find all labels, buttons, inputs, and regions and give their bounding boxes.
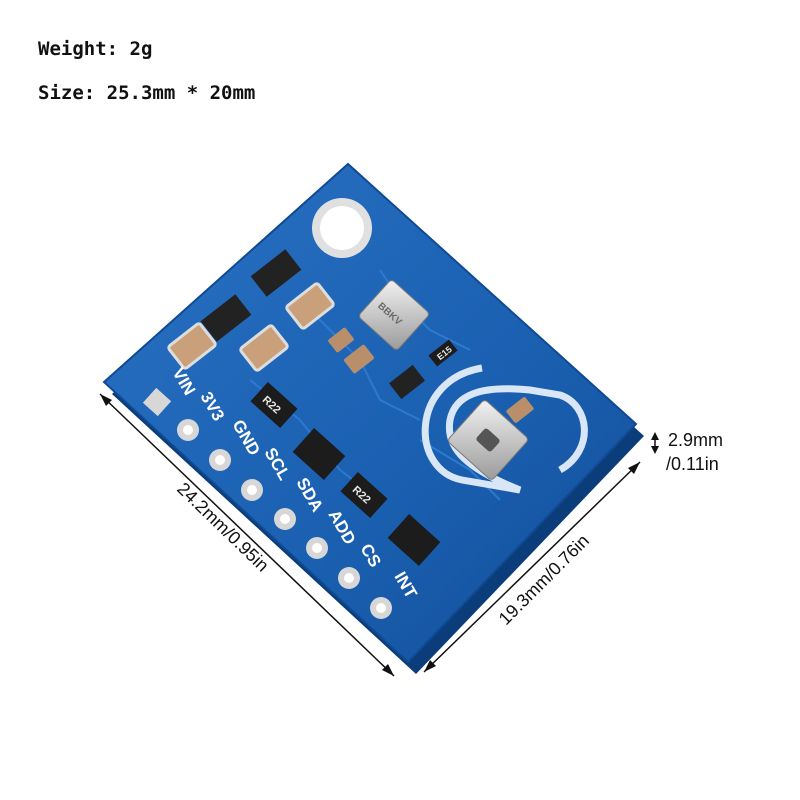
thickness-mm-label: 2.9mm bbox=[668, 430, 723, 450]
thickness-in-label: /0.11in bbox=[666, 454, 719, 474]
size-spec: Size: 25.3mm * 20mm bbox=[38, 82, 256, 104]
resistor-arrays: R22 R22 bbox=[250, 381, 388, 519]
ic-chips bbox=[292, 428, 441, 566]
mounting-hole bbox=[320, 206, 364, 250]
thickness-dimension: 2.9mm /0.11in bbox=[651, 430, 723, 474]
pcb-board bbox=[102, 162, 638, 664]
capacitors bbox=[167, 282, 534, 423]
isolation-slot bbox=[421, 364, 588, 494]
pressure-sensor-chip: BBKV bbox=[359, 280, 429, 350]
pin-pad-1 bbox=[142, 387, 172, 417]
weight-spec: Weight: 2g bbox=[38, 38, 153, 60]
pin-header bbox=[142, 387, 392, 619]
environmental-sensor-chip bbox=[448, 400, 528, 480]
transistors bbox=[200, 249, 425, 400]
